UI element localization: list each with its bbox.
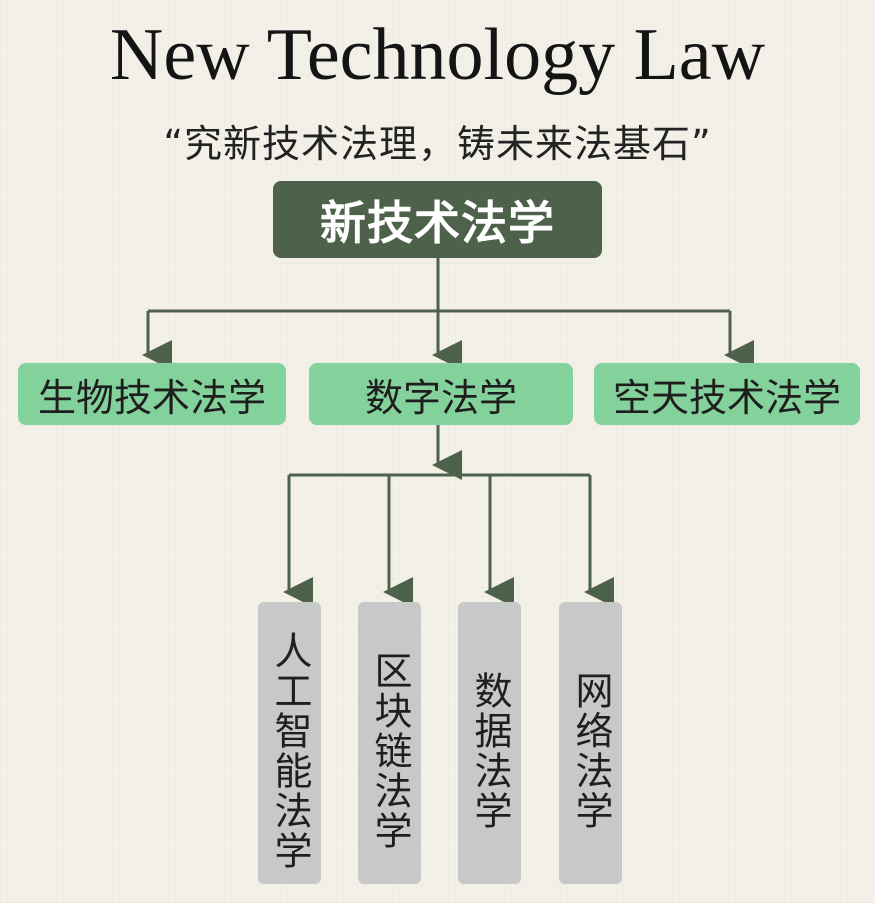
page-title: New Technology Law (109, 14, 766, 96)
branch-aerospace-law: 空天技术法学 (594, 363, 860, 425)
leaf-data-law: 数据法学 (458, 602, 521, 884)
leaf-blockchain-law: 区块链法学 (358, 602, 421, 884)
page-subtitle: “究新技术法理，铸未来法基石” (163, 122, 712, 166)
leaf-ai-law: 人工智能法学 (258, 602, 321, 884)
branch-biotech-law: 生物技术法学 (18, 363, 286, 425)
digital-connectors (283, 425, 614, 607)
root-connectors (142, 258, 754, 370)
branch-digital-law: 数字法学 (309, 363, 573, 425)
root-node-new-technology-law: 新技术法学 (273, 181, 602, 258)
leaf-network-law: 网络法学 (559, 602, 622, 884)
